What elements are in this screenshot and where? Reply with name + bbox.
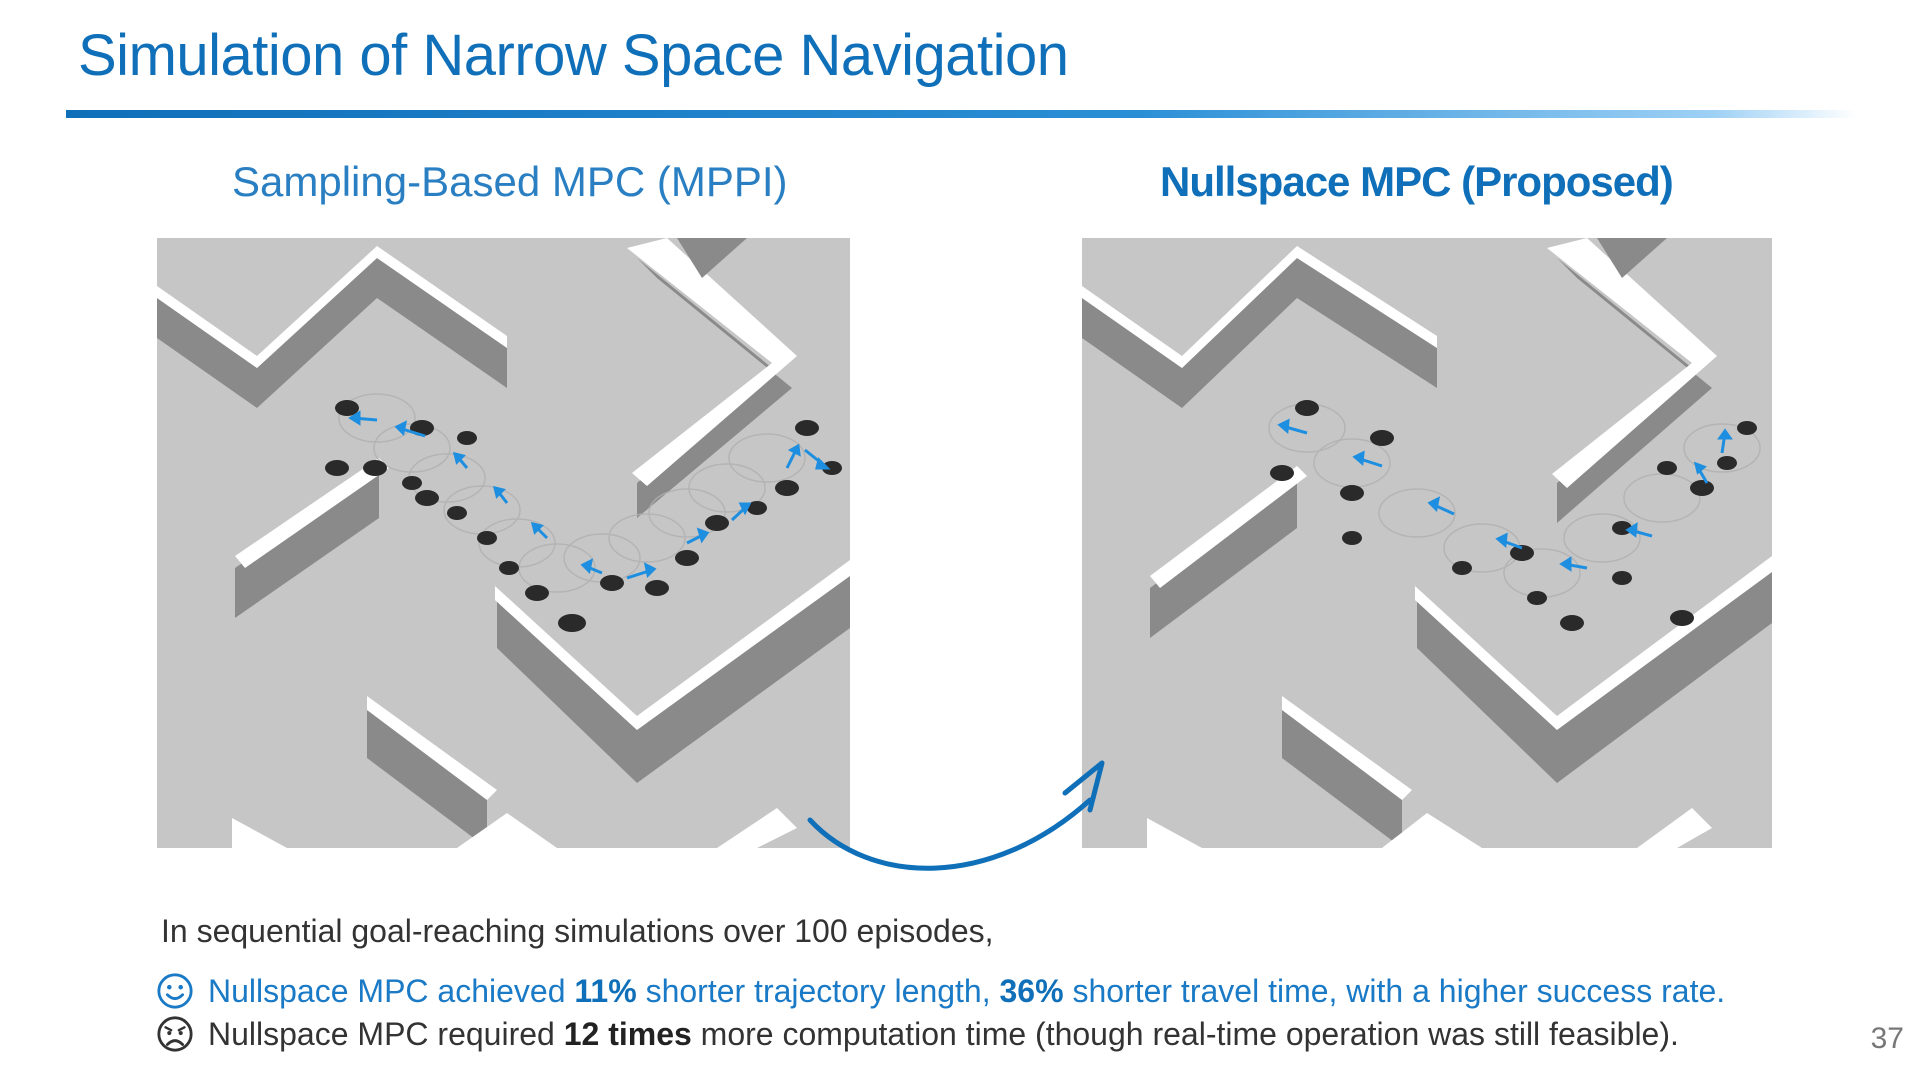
right-panel-heading: Nullspace MPC (Proposed) [1160,158,1674,205]
title-divider [66,110,1856,118]
mppi-simulation-image [157,238,850,848]
comparison-arrow-icon [807,760,1105,871]
robot-agents [325,400,842,632]
trajectory-length-value: 11% [574,972,637,1009]
left-panel-heading: Sampling-Based MPC (MPPI) [232,158,788,205]
negative-result: Nullspace MPC required 12 times more com… [156,1015,1679,1053]
travel-time-value: 36% [999,972,1064,1009]
positive-text-post: shorter travel time, with a higher succe… [1063,972,1726,1009]
computation-time-value: 12 times [563,1015,692,1052]
smiling-face-icon [157,973,193,1009]
trajectory-arrows [348,410,831,580]
summary-intro: In sequential goal-reaching simulations … [161,913,994,949]
maze-walls [157,238,850,848]
sad-face-icon [157,1016,193,1052]
maze-walls [1082,238,1772,848]
positive-text-mid: shorter trajectory length, [636,972,1000,1009]
page-number: 37 [1870,1022,1904,1055]
positive-result: Nullspace MPC achieved 11% shorter traje… [156,972,1725,1010]
negative-text-post: more computation time (though real-time … [691,1015,1679,1052]
trajectory-arrows [1277,418,1733,572]
robot-agents [1270,400,1757,631]
negative-text-pre: Nullspace MPC required [208,1015,564,1052]
nullspace-mpc-simulation-image [1082,238,1772,848]
positive-text-pre: Nullspace MPC achieved [208,972,575,1009]
slide-title: Simulation of Narrow Space Navigation [78,23,1069,88]
trajectory-circles [1268,403,1761,598]
